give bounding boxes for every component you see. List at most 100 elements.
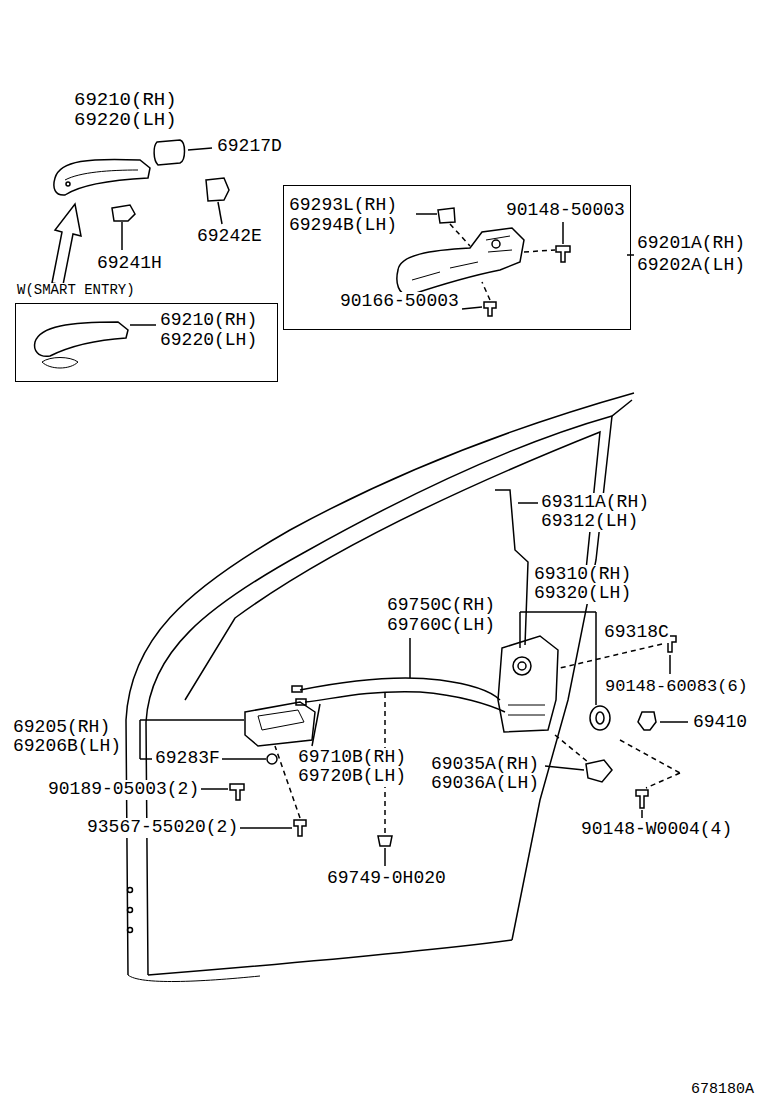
illustration-line [206,178,229,201]
illustration-line [130,324,156,326]
illustration-line [590,706,610,730]
illustration-line [154,140,184,165]
illustration-number: 678180A [690,1082,755,1099]
part-number: 69318C [603,623,670,643]
illustration-line [508,705,545,715]
illustration-line [245,702,315,746]
part-number: 69210(RH) 69220(LH) [160,311,272,351]
illustration-line [65,170,138,180]
part-number: 69220(LH) [73,110,178,131]
illustration-line [292,686,302,692]
illustration-line [495,490,528,645]
illustration-line [638,712,656,730]
illustration-line [524,250,555,252]
illustration-line [126,393,634,975]
illustration-line [42,358,78,369]
illustration-line [35,322,128,356]
part-number: 69293L(RH) 69294B(LH) [289,196,414,236]
part-number: 69320(LH) [533,584,632,604]
illustration-line [121,222,123,250]
illustration-line [636,790,648,808]
illustration-line [450,224,470,246]
illustration-line [139,720,141,759]
part-number: 69217D [216,137,283,157]
illustration-line [555,735,588,762]
illustration-line [438,208,455,223]
illustration-line [305,692,505,712]
illustration-line [140,758,152,760]
part-number: 90148-W0004(4) [580,820,733,840]
illustration-line [545,766,584,770]
illustration-line [258,710,304,730]
illustration-line [412,236,512,280]
illustration-line [54,159,150,195]
illustration-line [222,758,266,760]
illustration-line [646,773,680,788]
illustration-line [595,612,597,705]
illustration-line [498,636,558,732]
illustration-line [300,678,500,700]
part-number: 69311A(RH) [540,493,650,513]
illustration-line [560,644,662,668]
illustration-line [586,760,612,782]
illustration-line [562,222,564,244]
part-number: 69310(RH) [533,565,632,585]
box-heading: W(SMART ENTRY) [17,283,135,298]
illustration-line [462,307,482,309]
part-number: 93567-55020(2) [86,818,239,838]
illustration-line [397,228,524,295]
illustration-line [267,754,277,764]
illustration-line [384,848,386,866]
part-number: 69710B(RH) [297,748,407,768]
illustration-line [294,820,306,836]
part-number: 69242E [196,227,263,247]
illustration-line [518,662,526,670]
part-number: 69205(RH) [12,718,111,738]
illustration-line [409,638,411,678]
illustration-line [128,928,133,933]
illustration-line [146,400,632,975]
part-number: 69202A(LH) [636,256,746,276]
part-number: 69760C(LH) [386,616,496,636]
illustration-line [148,940,512,975]
illustration-line [556,246,570,262]
illustration-line [140,719,244,721]
illustration-line [492,240,500,248]
part-number: 69036A(LH) [430,774,540,794]
part-number: 69750C(RH) [386,596,496,616]
illustration-line [641,810,643,818]
part-number: 90166-50003 [340,292,459,312]
illustration-line [188,148,212,150]
variant-box: W(SMART ENTRY) 69210(RH) 69220(LH) [15,283,278,382]
illustration-line [484,302,496,316]
illustration-line [596,712,604,724]
part-number: 90148-60083(6) [604,678,749,697]
part-number: 69312(LH) [540,512,639,532]
part-number: 69206B(LH) [12,737,122,757]
illustration-line [230,784,244,800]
part-number: 90189-05003(2) [47,780,200,800]
part-number: 69749-0H020 [326,869,447,889]
illustration-line [201,788,228,790]
assembly-box: 69293L(RH) 69294B(LH) 90148-50003 90166-50… [283,185,631,330]
illustration-line [240,827,292,829]
illustration-line [518,502,538,504]
part-number: 69241H [96,254,163,274]
illustration-line [519,612,521,648]
part-number: 69035A(RH) [430,755,540,775]
illustration-line [128,975,260,982]
illustration-line [378,836,392,846]
illustration-line [66,182,70,186]
illustration-line [52,204,81,285]
illustration-line [112,205,135,221]
part-number: 90148-50003 [506,201,625,221]
illustration-line [660,721,688,723]
illustration-line [482,282,490,300]
illustration-line [669,655,671,674]
illustration-line [513,657,531,675]
part-number: 69210(RH) [73,90,178,111]
part-number: 69283F [154,749,221,769]
illustration-line [218,202,222,224]
